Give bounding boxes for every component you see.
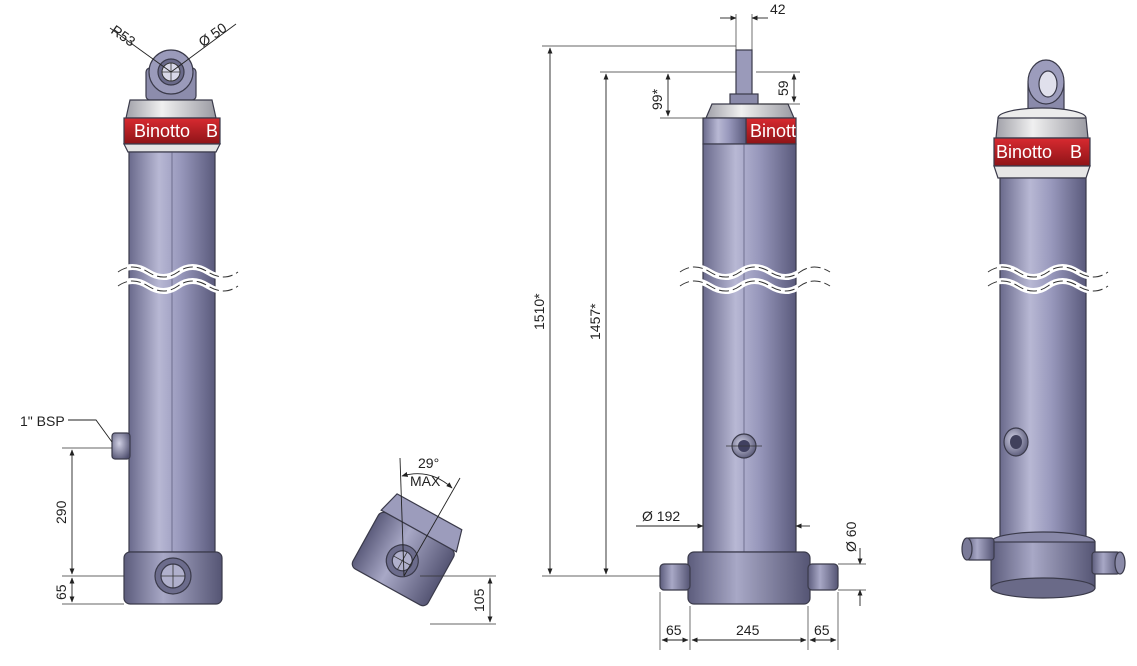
dim-overall-length: 1510* — [531, 293, 547, 330]
side-cylinder-body — [702, 143, 797, 553]
dim-trunnion-span: 245 — [736, 622, 760, 638]
side-base — [687, 551, 811, 605]
dim-body-diameter: Ø 192 — [642, 508, 680, 524]
trunnion-left — [659, 563, 691, 591]
dim-port-height: 290 — [53, 500, 69, 524]
dim-tilt-max: MAX — [410, 473, 441, 489]
dim-trunnion-right: 65 — [814, 622, 830, 638]
dim-pin-diameter: Ø 50 — [195, 19, 229, 50]
trunnion-right — [807, 563, 839, 591]
tilt-detail-view: 29° MAX 105 — [351, 455, 496, 625]
eye-mount — [145, 49, 197, 101]
dim-side-offset: 105 — [471, 588, 487, 612]
brand-label: Binotto — [134, 121, 190, 141]
dim-trunnion-diameter: Ø 60 — [843, 521, 859, 552]
dim-top-offset-b: 99* — [649, 88, 665, 110]
dim-tilt-angle: 29° — [418, 455, 439, 471]
brand-label-partial: B — [206, 121, 218, 141]
dim-top-width: 42 — [770, 1, 786, 17]
port-fitting — [111, 432, 131, 460]
perspective-body — [999, 177, 1087, 541]
perspective-view: Binotto B — [961, 59, 1126, 599]
side-view: Binotto 42 59 99* — [531, 1, 866, 650]
perspective-eye — [1027, 59, 1065, 117]
perspective-brand-label: Binotto — [996, 142, 1052, 162]
dim-top-offset-a: 59 — [775, 80, 791, 96]
side-brand-label: Binotto — [750, 121, 806, 141]
dim-port: 1" BSP — [20, 413, 65, 429]
dim-base-height: 65 — [53, 584, 69, 600]
dim-trunnion-left: 65 — [666, 622, 682, 638]
dim-closed-length: 1457* — [587, 303, 603, 340]
perspective-brand-partial: B — [1070, 142, 1082, 162]
front-view: Binotto B R53 Ø 50 1" BSP 290 65 — [20, 19, 240, 605]
